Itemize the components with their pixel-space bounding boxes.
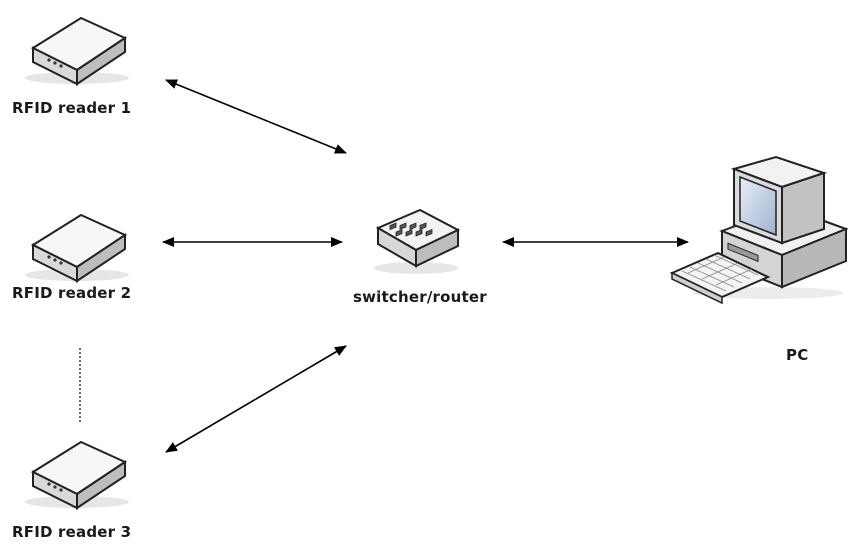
rfid-reader-3-label: RFID reader 3 [12,523,132,541]
rfid-reader-2-label: RFID reader 2 [12,284,132,302]
arrow-reader-3-switch [165,345,347,453]
desktop-pc-icon [669,155,848,305]
rfid-reader-2-icon [25,213,129,283]
pc-label: PC [786,346,809,364]
rfid-reader-1-icon [25,16,129,86]
arrow-reader-1-switch [165,79,347,154]
switch-router-label: switcher/router [353,288,487,306]
rfid-reader-3-icon [25,440,129,510]
switch-router-icon [374,208,461,274]
rfid-reader-1-label: RFID reader 1 [12,99,132,117]
